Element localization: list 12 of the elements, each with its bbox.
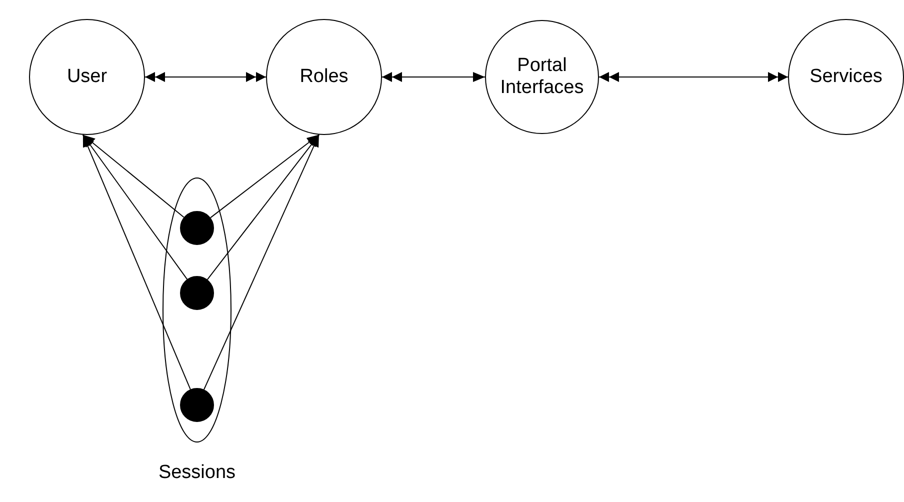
node-label: User: [66, 66, 108, 88]
arrow: [204, 134, 320, 390]
node-label: Services: [808, 66, 884, 88]
arrow: [82, 134, 191, 390]
node-label: Roles: [298, 66, 350, 88]
arrow: [382, 72, 486, 82]
arrow: [206, 134, 320, 280]
arrow: [210, 134, 320, 218]
arrow: [82, 134, 184, 218]
arrow: [82, 134, 188, 280]
node-label: Portal Interfaces: [499, 55, 585, 99]
node-label: Sessions: [157, 462, 237, 484]
